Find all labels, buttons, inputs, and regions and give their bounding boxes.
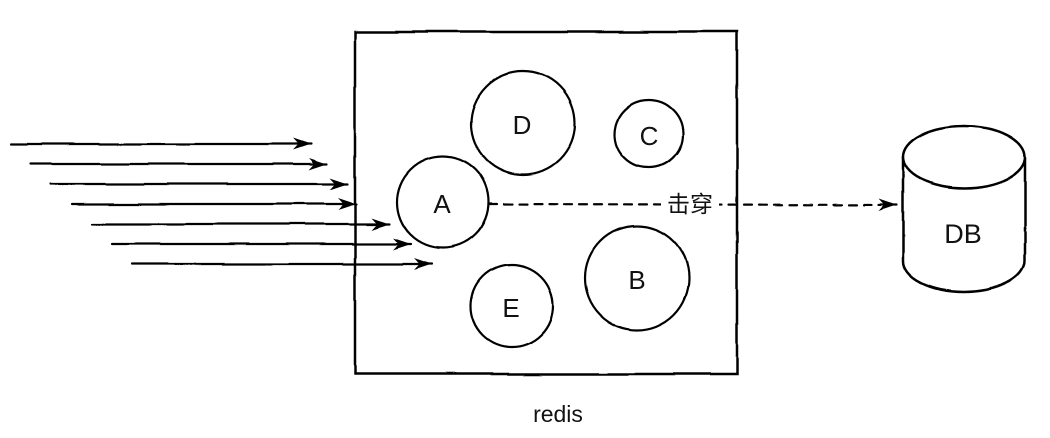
cache-node-b-circle bbox=[583, 224, 691, 332]
cache-node-e-circle bbox=[469, 263, 555, 349]
cache-node-e-label: E bbox=[502, 293, 519, 323]
cache-node-c-label: C bbox=[640, 121, 659, 151]
redis-label: redis bbox=[533, 401, 583, 427]
db-cylinder bbox=[901, 124, 1027, 294]
cache-node-c-circle bbox=[613, 98, 685, 170]
db-cylinder-body bbox=[901, 155, 1027, 294]
db-cylinder-top bbox=[901, 124, 1027, 190]
db-label: DB bbox=[944, 219, 982, 249]
redis-box bbox=[353, 30, 739, 376]
breakdown-label-bg bbox=[661, 189, 719, 218]
breakdown-label: 击穿 bbox=[667, 191, 713, 217]
cache-node-d-circle bbox=[469, 69, 577, 177]
cache-node-d-label: D bbox=[513, 110, 532, 140]
cache-node-a-circle bbox=[395, 154, 491, 250]
cache-node-b-label: B bbox=[628, 265, 645, 295]
cache-node-a-label: A bbox=[433, 189, 451, 219]
